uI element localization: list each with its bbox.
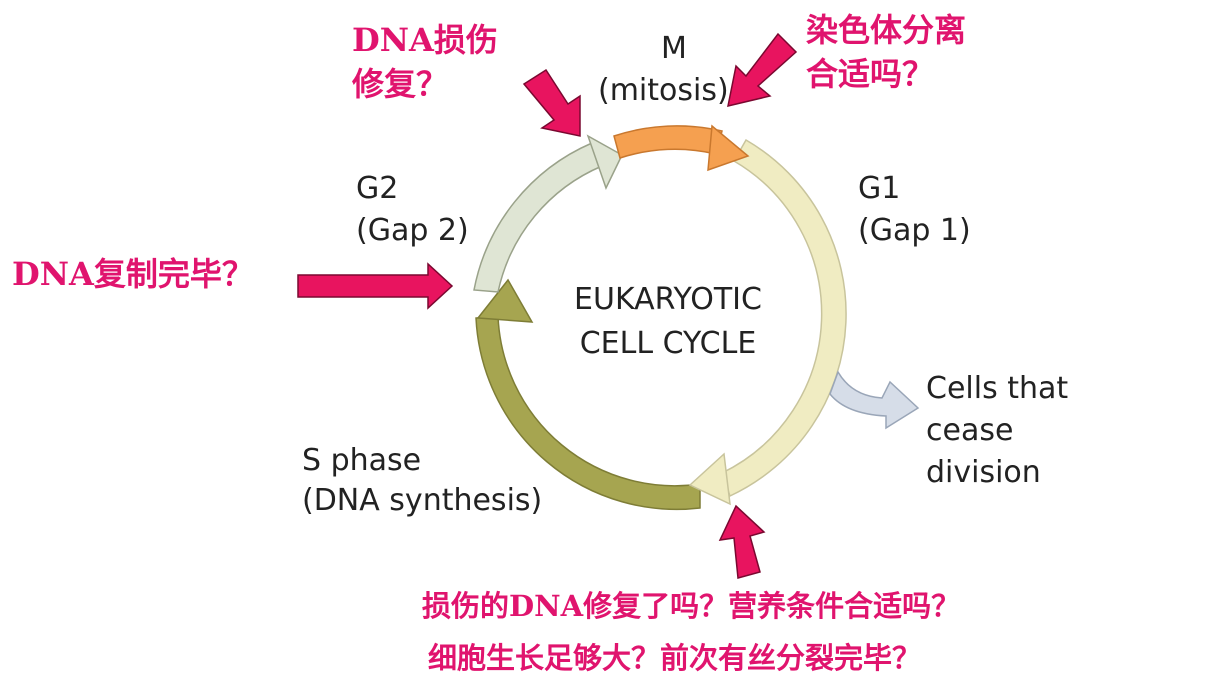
g1-checkpoint-annotation: 损伤的DNA修复了吗？营养条件合适吗？ 细胞生长足够大？前次有丝分裂完毕？ — [422, 584, 960, 680]
chromosome-line-2: 合适吗？ — [806, 55, 935, 93]
m-phase-title: M — [661, 31, 687, 66]
g1-title: G1 — [858, 171, 901, 206]
g2-arrowhead — [586, 134, 623, 190]
g1-checkpoint-arrow — [718, 504, 766, 579]
s-phase-label: S phase (DNA synthesis) — [302, 442, 542, 520]
exit-line-3: division — [926, 455, 1041, 490]
g2-subtitle: (Gap 2) — [356, 213, 469, 248]
s-phase-arrowhead — [476, 278, 534, 323]
chromosome-arrow — [727, 32, 798, 108]
m-phase-sublabel: (mitosis) — [598, 72, 729, 110]
exit-label: Cells that cease division — [926, 370, 1068, 492]
dna-damage-line-1: DNA损伤 — [352, 21, 498, 59]
g1-label: G1 (Gap 1) — [858, 170, 971, 250]
center-line-2: CELL CYCLE — [579, 326, 757, 361]
g1-checkpoint-line-2: 细胞生长足够大？前次有丝分裂完毕？ — [428, 641, 922, 675]
chromosome-line-1: 染色体分离 — [806, 11, 967, 49]
g1-arrowhead — [688, 452, 731, 506]
dna-replication-arrow — [297, 262, 454, 310]
g2-segment — [473, 142, 603, 293]
m-arrowhead — [707, 124, 750, 172]
g2-label: G2 (Gap 2) — [356, 170, 469, 250]
dna-replication-line-1: DNA复制完毕？ — [12, 255, 254, 293]
g1-segment — [721, 138, 847, 498]
exit-line-1: Cells that — [926, 371, 1069, 406]
m-phase-subtitle: (mitosis) — [598, 73, 729, 108]
m-phase-label: M — [654, 30, 694, 68]
s-phase-subtitle: (DNA synthesis) — [302, 483, 543, 518]
exit-arrow — [829, 370, 920, 430]
g1-checkpoint-line-1: 损伤的DNA修复了吗？营养条件合适吗？ — [422, 589, 961, 623]
chromosome-annotation: 染色体分离 合适吗？ — [806, 8, 966, 96]
dna-replication-annotation: DNA复制完毕？ — [12, 252, 254, 296]
m-segment — [613, 125, 723, 159]
s-phase-title: S phase — [302, 443, 422, 478]
g1-subtitle: (Gap 1) — [858, 213, 971, 248]
center-title: EUKARYOTIC CELL CYCLE — [538, 278, 798, 366]
center-line-1: EUKARYOTIC — [574, 282, 762, 317]
dna-damage-annotation: DNA损伤 修复？ — [352, 18, 498, 106]
exit-line-2: cease — [926, 413, 1014, 448]
s-phase-segment — [475, 315, 701, 511]
g2-title: G2 — [356, 171, 399, 206]
dna-damage-arrow — [522, 68, 581, 137]
dna-damage-line-2: 修复？ — [352, 65, 449, 103]
